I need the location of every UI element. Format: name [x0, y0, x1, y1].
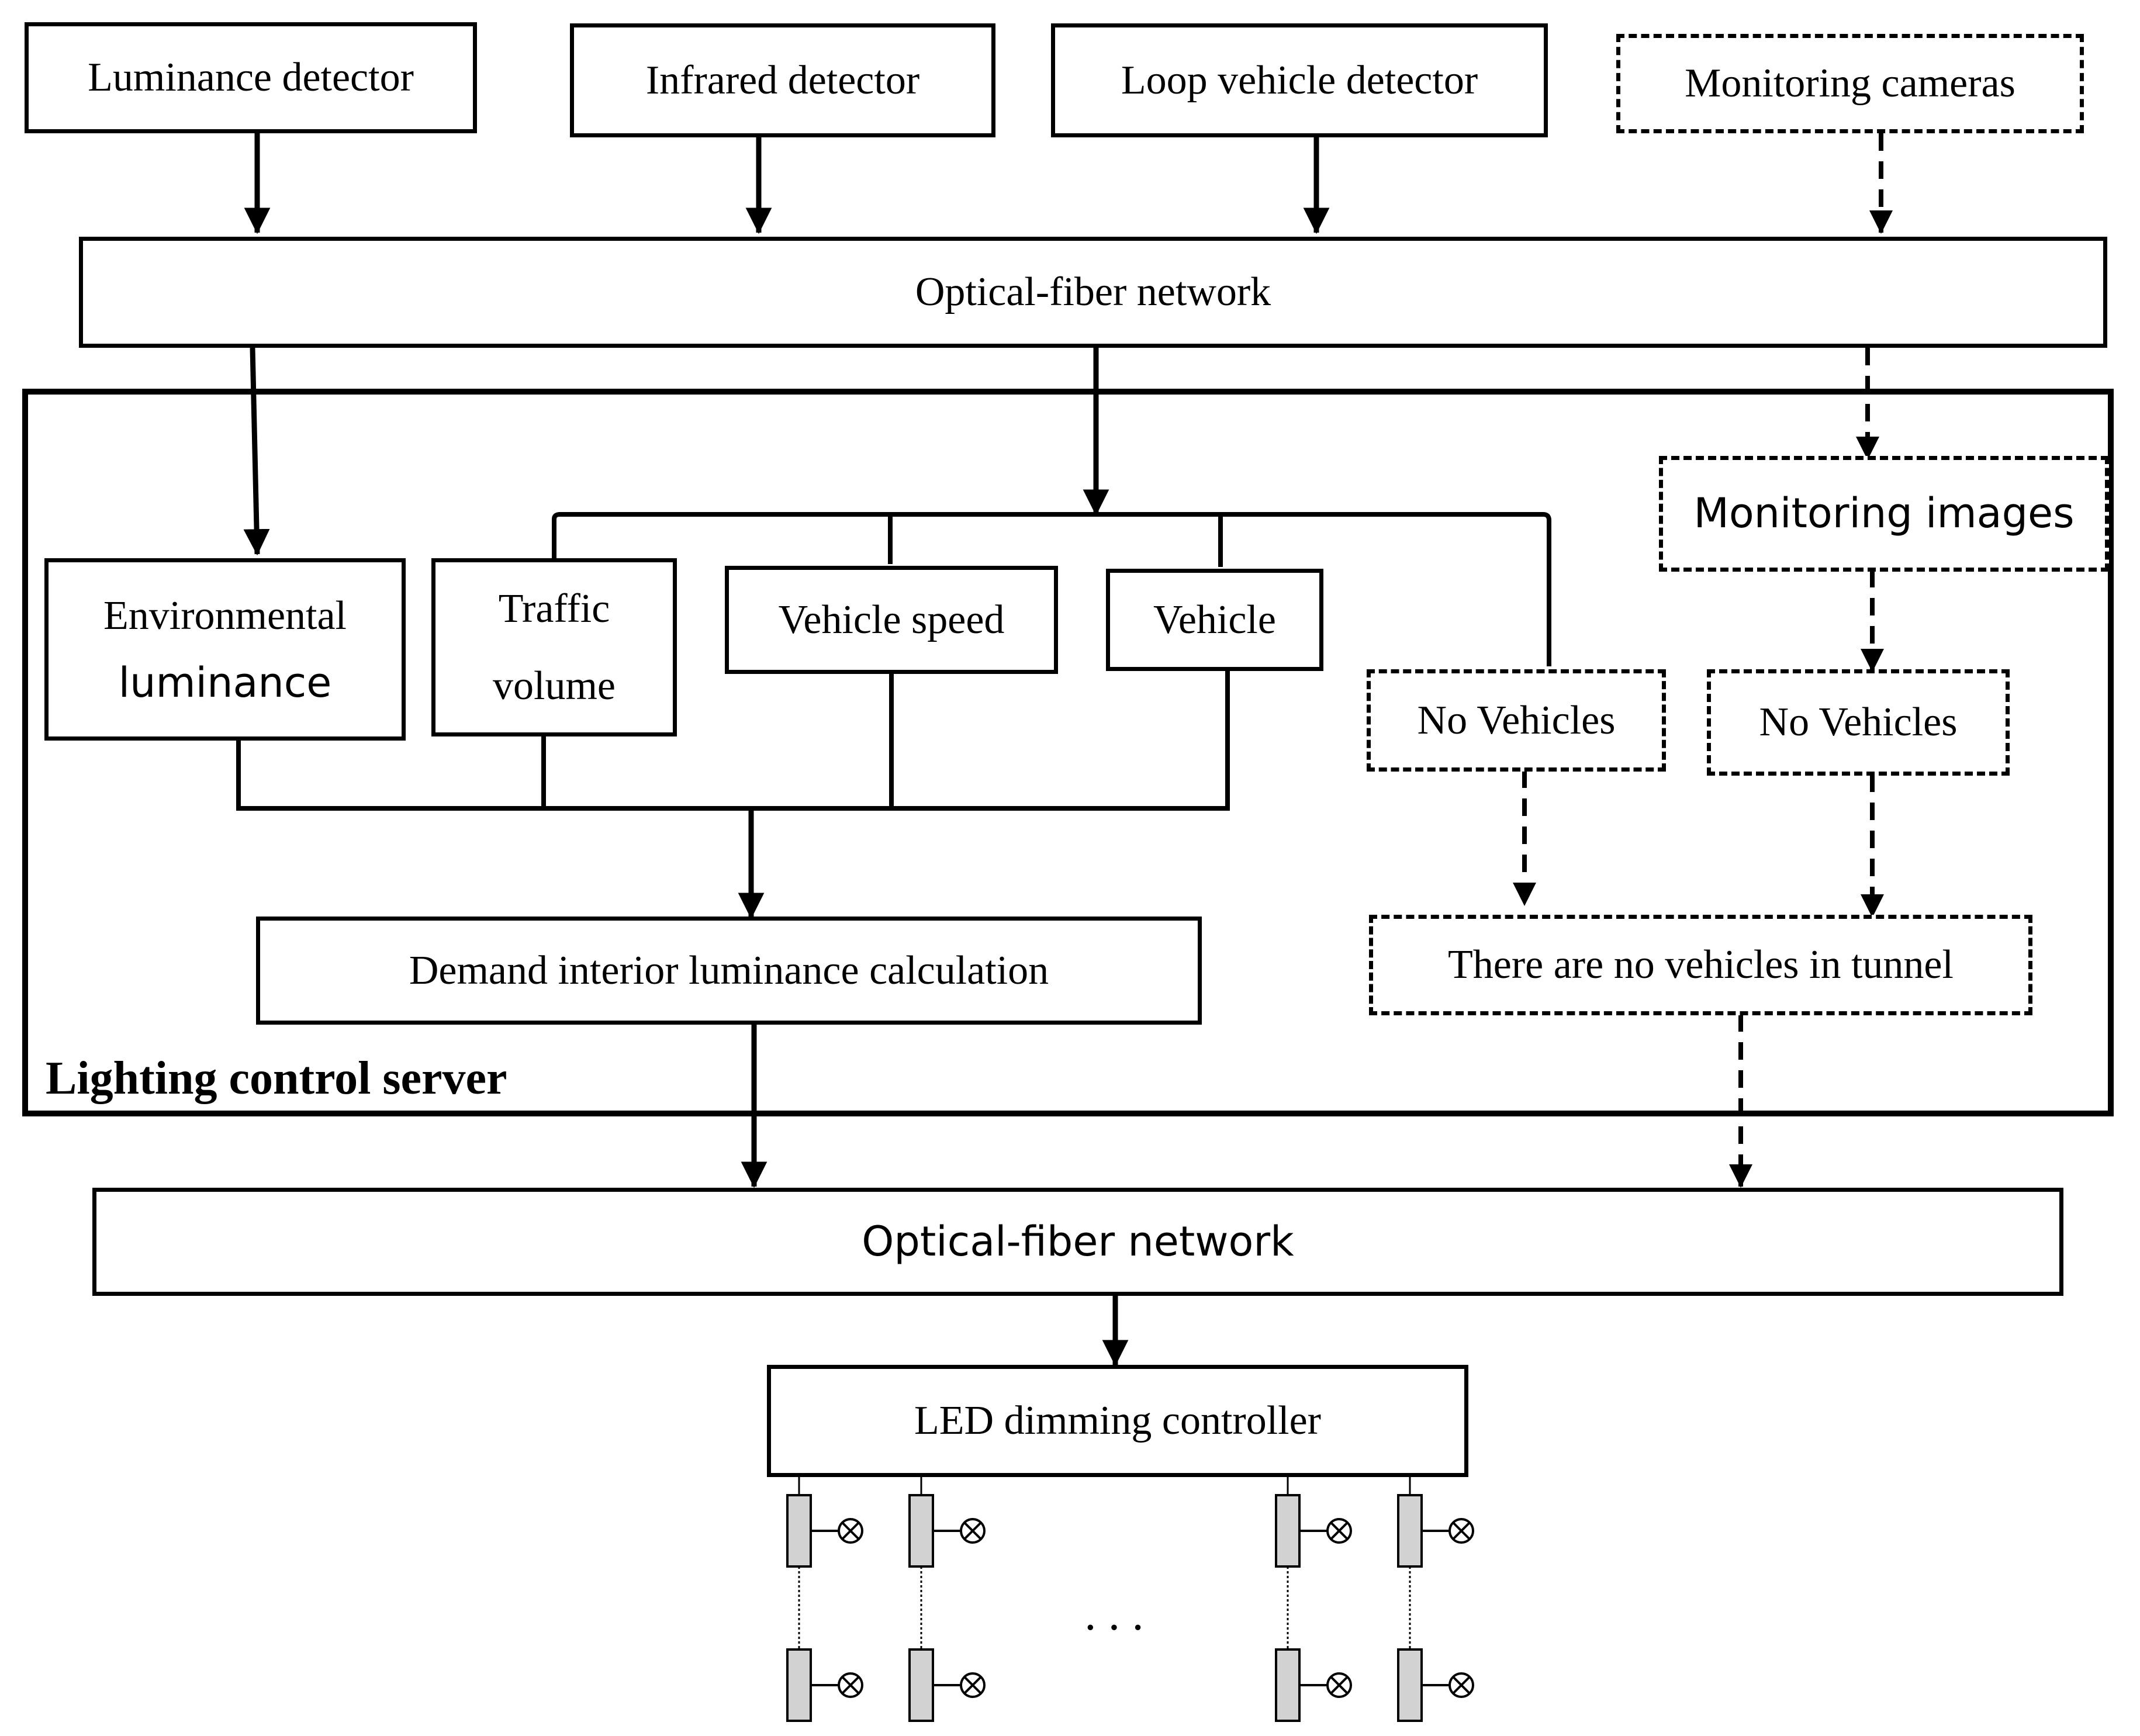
no-vehicles-right-box: No Vehicles — [1707, 669, 2010, 776]
monitoring-images-label: Monitoring images — [1693, 489, 2075, 538]
vehicle-speed-box: Vehicle speed — [725, 566, 1058, 674]
lamp-cross — [963, 1676, 982, 1694]
lamp-driver — [786, 1494, 812, 1568]
lamp-driver — [1397, 1494, 1423, 1568]
network-bottom-label: Optical-fiber network — [862, 1217, 1294, 1265]
lamp-cross — [841, 1676, 860, 1694]
lamp-driver — [1275, 1648, 1301, 1722]
optical-fiber-network-top: Optical-fiber network — [79, 237, 2107, 348]
no-vehicles-in-tunnel-box: There are no vehicles in tunnel — [1369, 915, 2032, 1015]
lamp-array — [786, 1477, 1474, 1722]
no-vehicles-left-label: No Vehicles — [1417, 697, 1616, 743]
env-luminance-line2: luminance — [118, 659, 332, 707]
top-bus — [552, 512, 1551, 666]
no-vehicles-right-label: No Vehicles — [1759, 700, 1958, 745]
monitoring-cameras-box: Monitoring cameras — [1616, 34, 2084, 133]
lamp-cross — [1330, 1676, 1349, 1694]
optical-fiber-network-bottom: Optical-fiber network — [92, 1188, 2063, 1296]
infrared-detector-box: Infrared detector — [570, 23, 995, 137]
vehicle-speed-label: Vehicle speed — [778, 597, 1005, 642]
bottom-bus — [236, 671, 1230, 811]
vehicle-label: Vehicle — [1153, 597, 1276, 642]
demand-calculation-box: Demand interior luminance calculation — [256, 917, 1202, 1025]
lamp-cross — [1330, 1521, 1349, 1540]
environmental-luminance-box: Environmental luminance — [44, 558, 406, 741]
arrow-network-to-env-luminance — [243, 347, 270, 556]
luminance-detector-label: Luminance detector — [88, 55, 414, 101]
lamp-cross — [963, 1521, 982, 1540]
lamp-cross — [1452, 1676, 1471, 1694]
vehicle-box: Vehicle — [1106, 569, 1323, 671]
monitoring-cameras-label: Monitoring cameras — [1685, 61, 2015, 106]
traffic-volume-line1: Traffic — [498, 586, 610, 631]
led-dimming-controller-label: LED dimming controller — [914, 1398, 1321, 1444]
led-dimming-controller-box: LED dimming controller — [767, 1365, 1468, 1477]
demand-calculation-label: Demand interior luminance calculation — [409, 947, 1049, 993]
lamp-driver — [1275, 1494, 1301, 1568]
lighting-control-server-frame — [22, 389, 2114, 1116]
lamp-driver — [1397, 1648, 1423, 1722]
monitoring-images-box: Monitoring images — [1659, 456, 2109, 572]
lamp-ellipsis: ··· — [1083, 1602, 1154, 1654]
loop-vehicle-detector-label: Loop vehicle detector — [1121, 57, 1478, 103]
traffic-volume-line2: volume — [493, 663, 616, 708]
lighting-control-server-label: Lighting control server — [46, 1053, 507, 1104]
lamp-driver — [908, 1494, 934, 1568]
env-luminance-line1: Environmental — [103, 593, 347, 638]
lamp-cross — [1452, 1521, 1471, 1540]
lamp-driver — [908, 1648, 934, 1722]
traffic-volume-box: Traffic volume — [431, 558, 677, 736]
network-top-label: Optical-fiber network — [915, 269, 1271, 315]
loop-vehicle-detector-box: Loop vehicle detector — [1051, 23, 1548, 137]
infrared-detector-label: Infrared detector — [645, 57, 920, 103]
no-vehicles-in-tunnel-label: There are no vehicles in tunnel — [1448, 942, 1954, 988]
lamp-driver — [786, 1648, 812, 1722]
lamp-cross — [841, 1521, 860, 1540]
luminance-detector-box: Luminance detector — [25, 22, 477, 133]
no-vehicles-left-box: No Vehicles — [1367, 669, 1666, 772]
